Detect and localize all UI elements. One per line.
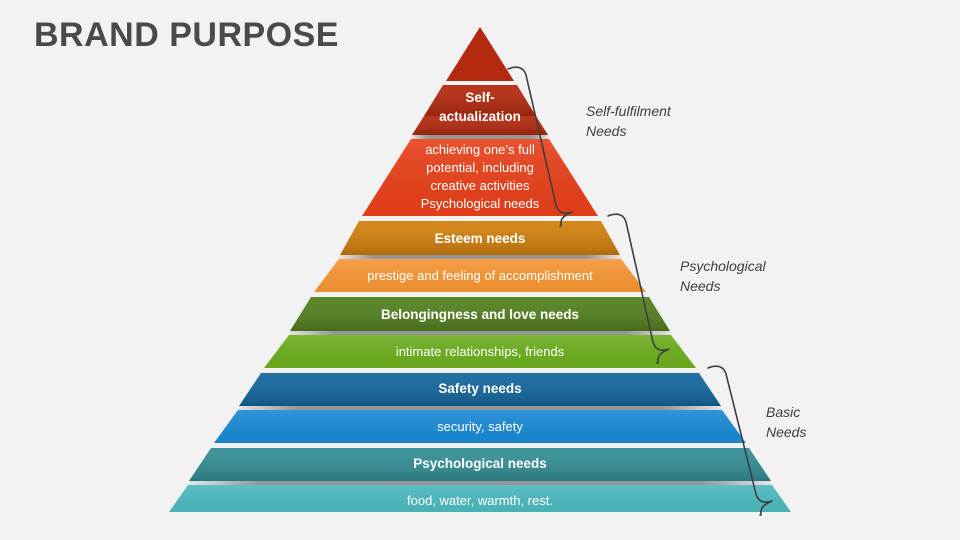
pyramid-level-esteem-needs[interactable] xyxy=(314,221,646,292)
bracket-basic xyxy=(707,365,773,516)
bracket-psychological xyxy=(607,213,670,364)
pyramid-level-self-actualization[interactable] xyxy=(362,27,598,216)
bracket-self-fulfilment xyxy=(507,66,573,227)
page-title: BRAND PURPOSE xyxy=(34,16,339,54)
bracket-label-self-fulfilment-needs: Self-fulfilment Needs xyxy=(586,103,671,140)
bracket-label-basic-needs: Basic Needs xyxy=(766,404,807,441)
bracket-label-psychological-needs: Psychological Needs xyxy=(680,258,766,295)
pyramid-level-belongingness-and-love-needs[interactable] xyxy=(264,297,696,368)
pyramid-level-psychological-needs[interactable] xyxy=(169,448,791,512)
pyramid-level-safety-needs[interactable] xyxy=(214,373,746,443)
